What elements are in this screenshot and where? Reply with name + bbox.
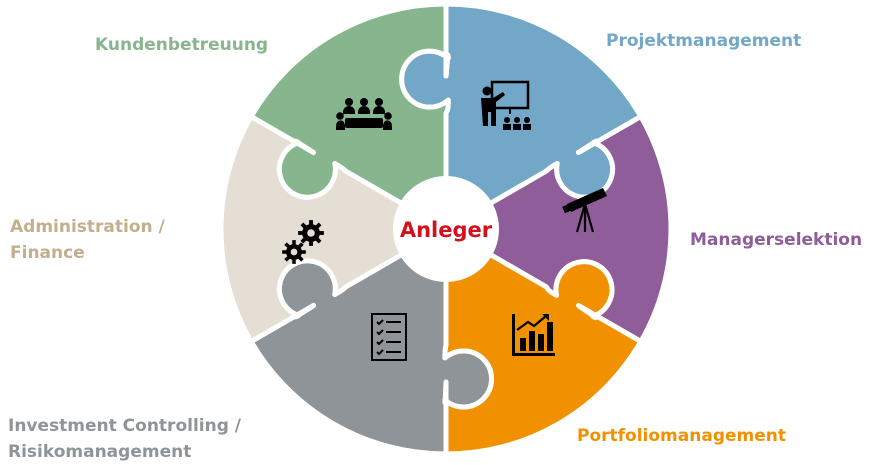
label-line: Kundenbetreuung — [95, 35, 269, 55]
telescope-icon — [562, 188, 607, 233]
label-line: Administration / — [10, 217, 165, 237]
team-icon — [336, 98, 392, 130]
label-line: Portfoliomanagement — [577, 426, 786, 446]
gears-icon — [282, 220, 324, 264]
label-line: Investment Controlling / — [8, 416, 242, 436]
label-line: Finance — [10, 243, 85, 263]
label-administration: Administration / Finance — [10, 214, 165, 266]
label-projektmanagement: Projektmanagement — [606, 28, 801, 54]
label-line: Risikomanagement — [8, 442, 192, 462]
center-label: Anleger — [400, 218, 493, 242]
bar-chart-icon — [512, 314, 555, 356]
label-portfoliomanagement: Portfoliomanagement — [577, 423, 786, 449]
checklist-icon — [371, 313, 407, 361]
center-hub — [393, 176, 499, 282]
label-kundenbetreuung: Kundenbetreuung — [95, 32, 268, 58]
label-line: Managerselektion — [690, 230, 863, 250]
label-line: Projektmanagement — [606, 31, 802, 51]
presentation-icon — [481, 80, 531, 130]
label-investment-controlling: Investment Controlling / Risikomanagemen… — [8, 413, 241, 465]
label-managerselektion: Managerselektion — [690, 227, 862, 253]
